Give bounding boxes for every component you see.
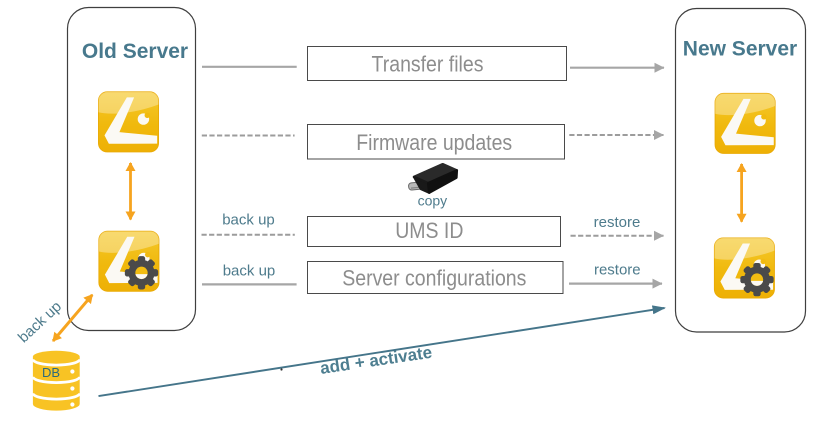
svg-text:Server configurations: Server configurations bbox=[342, 267, 526, 291]
svg-text:Old Server: Old Server bbox=[82, 40, 188, 63]
svg-text:add + activate: add + activate bbox=[319, 343, 433, 378]
svg-text:restore: restore bbox=[594, 214, 641, 231]
svg-text:copy: copy bbox=[418, 193, 448, 209]
svg-text:Transfer files: Transfer files bbox=[372, 53, 484, 77]
svg-text:back up: back up bbox=[15, 298, 65, 346]
svg-text:Firmware updates: Firmware updates bbox=[356, 131, 512, 155]
svg-text:UMS ID: UMS ID bbox=[395, 219, 463, 243]
svg-text:New Server: New Server bbox=[683, 37, 797, 60]
svg-text:DB: DB bbox=[42, 365, 60, 380]
svg-text:back up: back up bbox=[223, 263, 276, 280]
svg-text:restore: restore bbox=[594, 262, 641, 279]
svg-text:back up: back up bbox=[222, 212, 275, 229]
